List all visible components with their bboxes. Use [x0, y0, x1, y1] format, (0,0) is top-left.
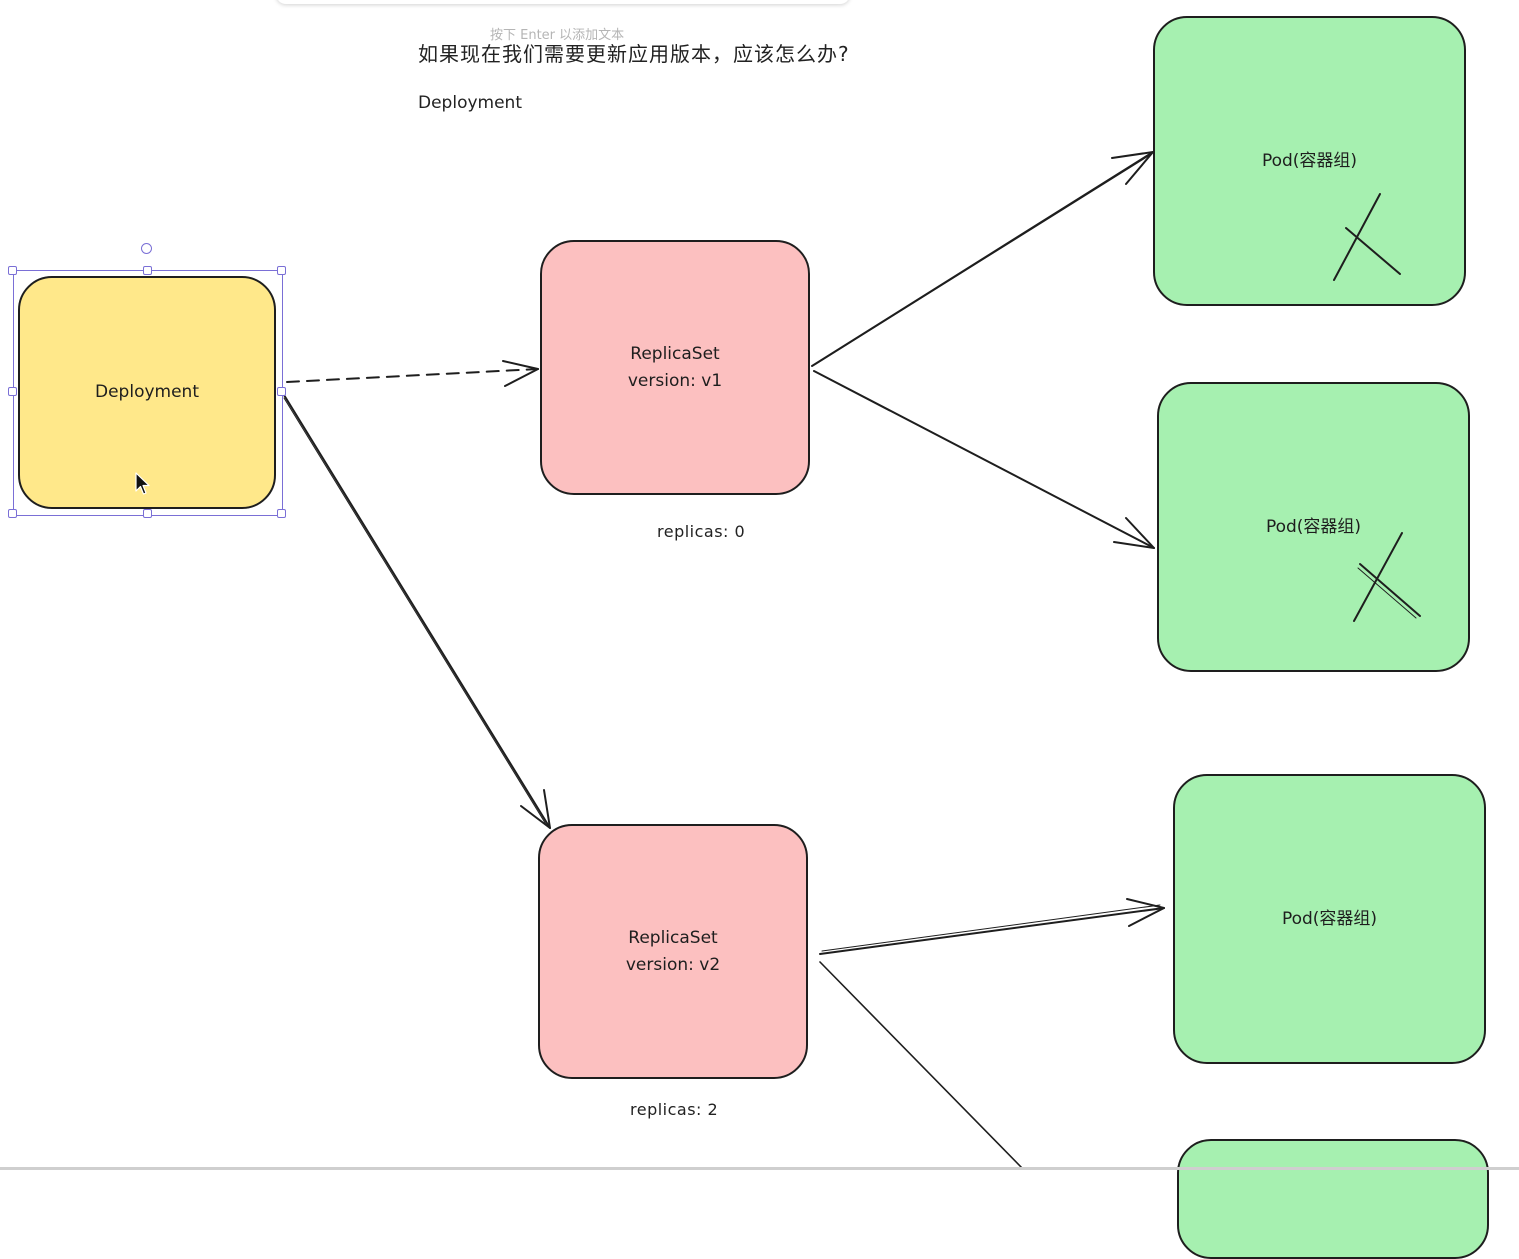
replicaset-v1-version: version: v1	[627, 370, 723, 391]
pod-2-label: Pod(容器组)	[1265, 517, 1362, 537]
resize-handle-right[interactable]	[277, 387, 286, 396]
arrow-replicaset-v1-to-pod-2[interactable]	[813, 370, 1155, 549]
pod-node-4[interactable]	[1177, 1139, 1489, 1259]
pod-node-3[interactable]: Pod(容器组)	[1173, 774, 1486, 1064]
arrow-replicaset-v1-to-pod-1[interactable]	[811, 151, 1154, 367]
arrow-deployment-to-replicaset-v1[interactable]	[286, 360, 539, 387]
resize-handle-top-right[interactable]	[277, 266, 286, 275]
replicaset-v2-replicas[interactable]: replicas: 2	[630, 1100, 719, 1119]
resize-handle-top[interactable]	[143, 266, 152, 275]
window-bottom-border	[0, 1167, 1519, 1170]
deployment-node-label: Deployment	[95, 382, 199, 402]
pod-3-label: Pod(容器组)	[1281, 908, 1378, 929]
replicaset-v2-title: ReplicaSet	[628, 927, 718, 948]
replicaset-v2-version: version: v2	[625, 954, 721, 975]
rotate-handle-icon[interactable]	[141, 243, 152, 254]
replicaset-v2-node[interactable]: ReplicaSet version: v2	[538, 824, 808, 1079]
question-text[interactable]: 如果现在我们需要更新应用版本，应该怎么办?	[418, 42, 850, 66]
pod-1-label: Pod(容器组)	[1261, 151, 1358, 171]
arrow-replicaset-v2-to-pod-4[interactable]	[819, 961, 1025, 1170]
resize-handle-bottom-right[interactable]	[277, 509, 286, 518]
replicaset-v1-node[interactable]: ReplicaSet version: v1	[540, 240, 810, 495]
x-mark-icon	[1353, 532, 1421, 622]
enter-hint: 按下 Enter 以添加文本	[490, 28, 625, 43]
arrow-replicaset-v2-to-pod-3[interactable]	[819, 898, 1165, 955]
deployment-node[interactable]: Deployment	[18, 276, 276, 509]
arrow-deployment-to-replicaset-v2[interactable]	[283, 394, 551, 829]
resize-handle-left[interactable]	[8, 387, 17, 396]
mouse-pointer-icon	[135, 472, 150, 495]
pod-node-2[interactable]: Pod(容器组)	[1157, 382, 1470, 672]
replicaset-v1-replicas[interactable]: replicas: 0	[657, 522, 746, 541]
pod-node-1[interactable]: Pod(容器组)	[1153, 16, 1466, 306]
resize-handle-bottom[interactable]	[143, 509, 152, 518]
x-mark-icon	[1333, 193, 1401, 281]
toolbar-bottom-edge	[276, 0, 850, 4]
resize-handle-bottom-left[interactable]	[8, 509, 17, 518]
replicaset-v1-title: ReplicaSet	[630, 343, 720, 364]
resize-handle-top-left[interactable]	[8, 266, 17, 275]
deployment-caption[interactable]: Deployment	[418, 93, 522, 113]
